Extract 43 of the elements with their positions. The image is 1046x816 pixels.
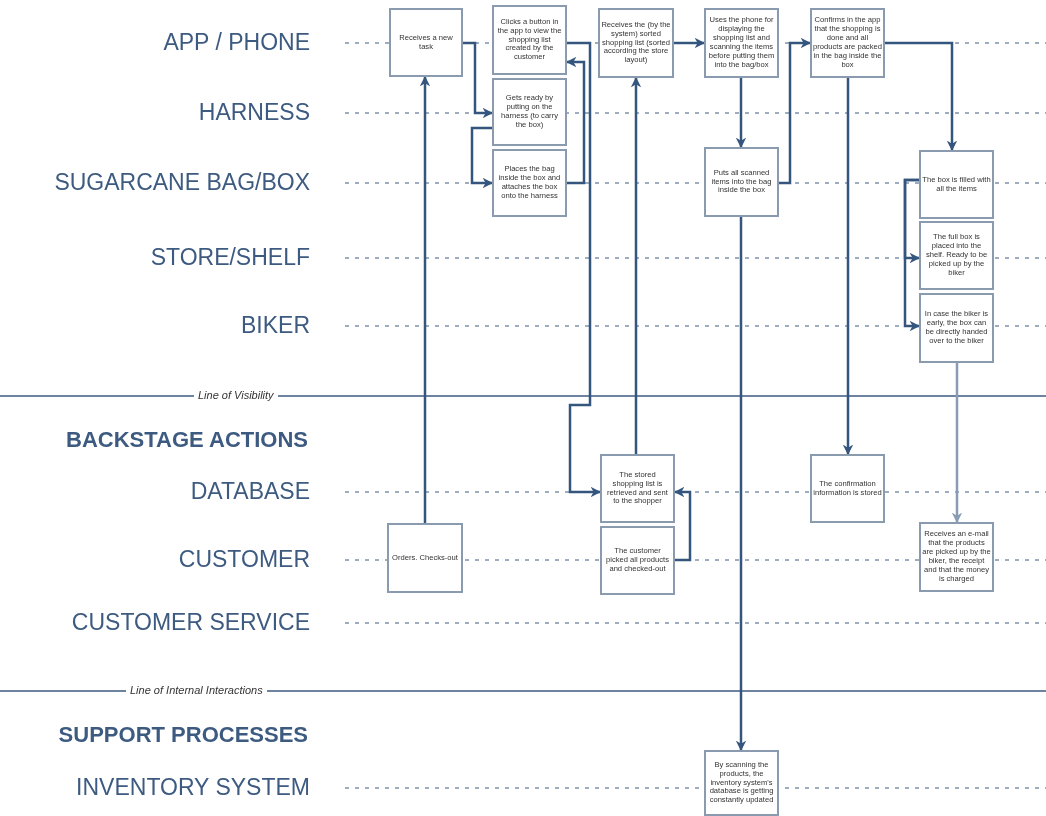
process-box <box>389 8 463 77</box>
arrow <box>463 41 494 119</box>
lane-label: CUSTOMER SERVICE <box>71 611 310 634</box>
process-box <box>704 147 779 217</box>
process-box <box>492 78 567 146</box>
arrow <box>419 75 431 523</box>
process-box <box>704 8 779 78</box>
arrow <box>842 78 854 456</box>
process-box <box>919 150 994 219</box>
process-box <box>919 293 994 363</box>
arrow <box>674 37 706 49</box>
process-box <box>492 5 567 75</box>
process-box <box>810 8 885 78</box>
arrow <box>735 217 747 752</box>
process-box <box>810 454 885 523</box>
lane-label: HARNESS <box>198 101 310 124</box>
process-box <box>492 149 567 217</box>
arrow <box>735 78 747 149</box>
lane-label: BIKER <box>240 314 310 337</box>
process-box <box>919 522 994 592</box>
arrow <box>885 41 958 152</box>
process-box <box>598 8 674 78</box>
arrow <box>903 178 921 332</box>
divider-label: Line of Visibility <box>194 390 278 401</box>
section-heading: SUPPORT PROCESSES <box>58 724 308 746</box>
arrow <box>779 37 812 185</box>
lane-label: DATABASE <box>190 480 310 503</box>
arrow <box>567 41 602 498</box>
section-heading: BACKSTAGE ACTIONS <box>66 429 308 451</box>
process-box <box>387 523 463 593</box>
process-box <box>600 454 675 523</box>
process-box <box>600 526 675 595</box>
arrow <box>951 363 963 524</box>
process-box <box>704 750 779 816</box>
lane-label: APP / PHONE <box>163 31 310 54</box>
divider-label: Line of Internal Interactions <box>126 685 267 696</box>
process-box <box>919 221 994 290</box>
arrow <box>630 76 642 454</box>
lane-label: CUSTOMER <box>178 548 310 571</box>
lane-label: STORE/SHELF <box>150 246 310 269</box>
arrow <box>470 126 494 189</box>
lane-label: SUGARCANE BAG/BOX <box>54 171 310 194</box>
lane-label: INVENTORY SYSTEM <box>76 776 310 799</box>
